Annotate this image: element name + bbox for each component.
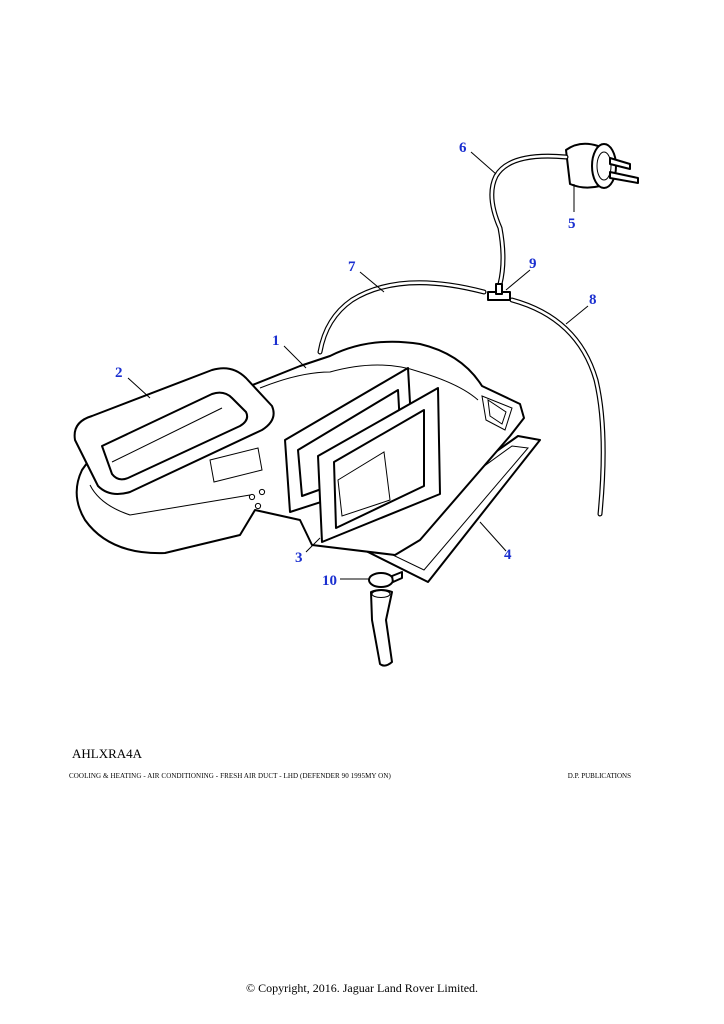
part-2-upper-seal [73, 367, 275, 495]
part-10-hose-clip [368, 571, 403, 667]
leader-lines [127, 151, 589, 580]
callout-8: 8 [589, 292, 597, 308]
part-5-vacuum-valve [565, 142, 639, 189]
callouts: 1 2 3 4 5 6 7 8 9 10 [115, 140, 597, 589]
callout-1: 1 [272, 333, 280, 349]
publisher-label: D.P. PUBLICATIONS [567, 772, 631, 780]
diagram-code: AHLXRA4A [72, 746, 143, 761]
copyright-notice: © Copyright, 2016. Jaguar Land Rover Lim… [245, 981, 479, 995]
part-7-vacuum-hose [317, 280, 487, 355]
callout-2: 2 [115, 365, 123, 381]
diagram-caption: COOLING & HEATING - AIR CONDITIONING - F… [69, 772, 391, 780]
callout-3: 3 [295, 550, 303, 566]
part-8-vacuum-hose [509, 297, 606, 517]
exploded-parts-diagram: 1 2 3 4 5 6 7 8 9 10 [73, 140, 639, 667]
callout-4: 4 [504, 547, 512, 563]
callout-6: 6 [459, 140, 467, 156]
callout-5: 5 [568, 216, 576, 232]
callout-10: 10 [322, 573, 337, 589]
callout-9: 9 [529, 256, 537, 272]
part-6-vacuum-hose [489, 153, 569, 287]
part-9-t-connector [487, 283, 511, 301]
part-3-frame-seal [284, 367, 441, 543]
callout-7: 7 [348, 259, 356, 275]
